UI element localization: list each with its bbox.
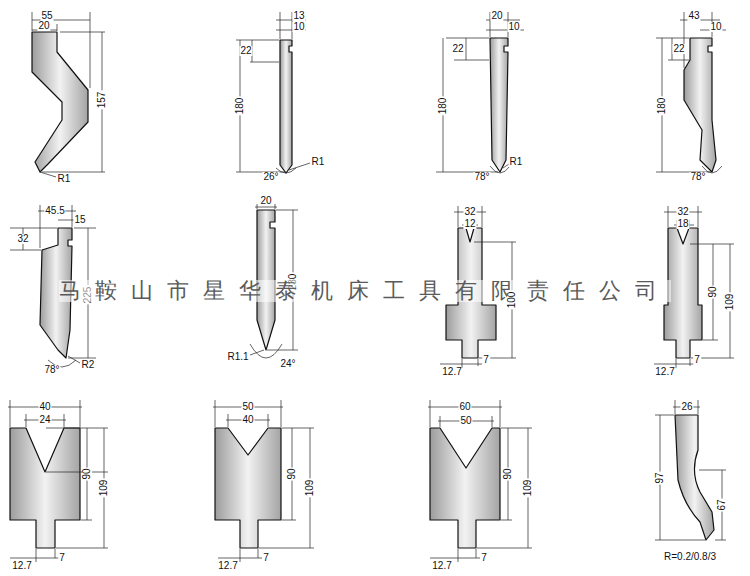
dimension-label: 7 — [693, 355, 701, 365]
dimension-label: 90 — [503, 467, 513, 480]
dimension-label: 26° — [262, 172, 279, 182]
dimension-label: 22 — [672, 44, 685, 54]
single-v-die — [430, 428, 500, 548]
dimension-label: 20 — [490, 11, 503, 21]
dimension-label: 109 — [523, 479, 533, 498]
dimension-label: 26 — [680, 402, 693, 412]
dimension-label: R1 — [509, 157, 524, 167]
dimension-label: 45.5 — [44, 206, 65, 216]
dimension-label: R1 — [57, 174, 72, 184]
dimension-label: R2 — [81, 360, 96, 370]
dimension-label: 90 — [82, 467, 92, 480]
dimension-label: 10 — [709, 22, 722, 32]
dimension-label: 12.7 — [217, 561, 238, 571]
dimension-label: 55 — [40, 11, 53, 21]
radius-note: R=0.2/0.8/3 — [663, 552, 717, 562]
dimension-label: 7 — [482, 355, 490, 365]
dimension-label: 24° — [279, 359, 296, 369]
dimension-label: 32 — [676, 207, 689, 217]
dimension-label: 67 — [717, 498, 727, 511]
dimension-label: 20 — [259, 196, 272, 206]
dimension-label: 78° — [43, 365, 60, 375]
dimension-lines — [8, 12, 734, 562]
dimension-label: 78° — [689, 172, 706, 182]
dimension-label: 32 — [16, 234, 29, 244]
dimension-label: R1 — [311, 157, 326, 167]
watermark-text: 马鞍山市星华泰机床工具有限责任公司 — [59, 280, 671, 302]
dimension-label: 12.7 — [431, 561, 452, 571]
dimension-label: 180 — [657, 97, 667, 116]
dimension-label: 50 — [459, 416, 472, 426]
dimension-label: 157 — [97, 91, 107, 110]
dimension-label: 18 — [676, 219, 689, 229]
gooseneck-punch — [684, 38, 716, 172]
dimension-label: 180 — [235, 97, 245, 116]
dimension-label: 22 — [239, 46, 252, 56]
single-v-die — [215, 428, 281, 548]
dimension-label: 90 — [287, 467, 297, 480]
dimension-label: 40 — [241, 415, 254, 425]
dimension-label: 10 — [292, 22, 305, 32]
single-v-die — [10, 428, 80, 548]
radius-punch — [675, 415, 714, 540]
dimension-label: 43 — [687, 11, 700, 21]
dimension-label: 32 — [463, 207, 476, 217]
dimension-label: 22 — [451, 44, 464, 54]
dimension-label: 12.7 — [11, 561, 32, 571]
dimension-label: 109 — [99, 479, 109, 498]
dimension-label: 12 — [463, 219, 476, 229]
dimension-label: 109 — [725, 293, 735, 312]
dimension-label: 20 — [37, 21, 50, 31]
dimension-label: 78° — [473, 172, 490, 182]
dimension-label: 60 — [458, 402, 471, 412]
dimension-label: 12.7 — [441, 367, 462, 377]
dimension-label: 10 — [507, 22, 520, 32]
dimension-label: 15 — [73, 215, 86, 225]
dimension-label: 90 — [708, 285, 718, 298]
dimension-label: 12.7 — [654, 367, 675, 377]
dimension-label: R1.1 — [226, 352, 249, 362]
dimension-label: 100 — [507, 291, 517, 310]
dimension-label: 13 — [292, 11, 305, 21]
dimension-label: 50 — [241, 402, 254, 412]
dimension-label: 109 — [305, 479, 315, 498]
dimension-label: 7 — [262, 553, 270, 563]
dimension-label: 180 — [438, 97, 448, 116]
gooseneck-punch — [32, 32, 88, 172]
dimension-label: 7 — [58, 553, 66, 563]
dimension-label: 97 — [655, 471, 665, 484]
straight-punch — [490, 38, 508, 172]
dimension-label: 24 — [38, 415, 51, 425]
dimension-label: 7 — [480, 553, 488, 563]
dimension-label: 40 — [38, 402, 51, 412]
straight-punch — [280, 40, 292, 173]
